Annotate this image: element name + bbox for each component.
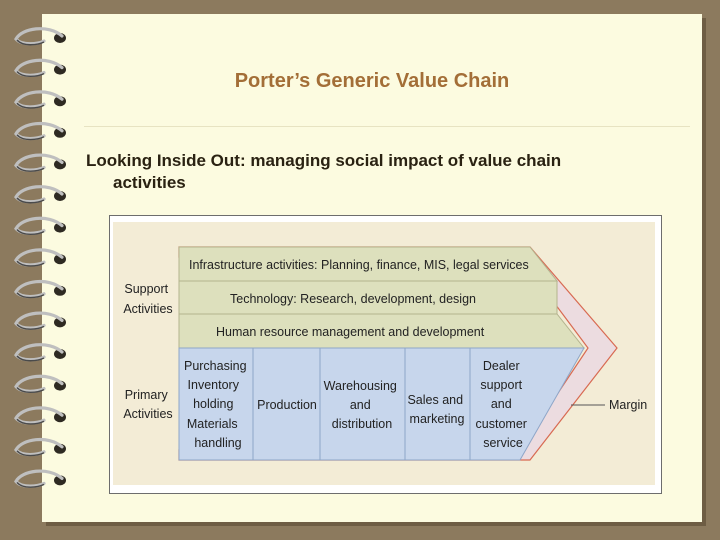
binding-ring: [14, 311, 66, 330]
binding-wire: [14, 90, 64, 109]
inbound-line-4: Materials: [187, 417, 238, 431]
binding-wire: [14, 121, 64, 141]
binding-ring: [14, 121, 66, 141]
binding-ring: [14, 374, 66, 394]
binding-wire: [14, 374, 64, 393]
primary-col-service: Dealer support and customer service: [476, 359, 531, 450]
binding-wire: [14, 437, 64, 457]
service-line-3: and: [491, 397, 512, 411]
binding-wire-shadow: [16, 292, 45, 299]
binding-ring: [14, 343, 66, 362]
binding-ring: [14, 469, 66, 488]
binding-wire: [14, 343, 64, 362]
service-line-2: support: [480, 378, 522, 392]
binding-ring: [14, 248, 66, 267]
title-divider: [84, 126, 690, 127]
binding-ring: [14, 279, 66, 299]
inbound-line-2: Inventory: [188, 378, 240, 392]
binding-wire: [14, 58, 64, 77]
primary-label-line-1: Primary: [125, 388, 169, 402]
binding-wire-shadow: [16, 355, 45, 362]
primary-col-inbound-logistics: Purchasing Inventory holding Materials h…: [184, 359, 250, 450]
slide-title: Porter’s Generic Value Chain: [234, 70, 510, 92]
subtitle-line-2: activities: [113, 173, 186, 192]
outbound-line-3: distribution: [332, 417, 392, 431]
binding-ring: [14, 153, 66, 172]
binding-ring: [14, 90, 66, 109]
binding-ring: [14, 27, 66, 46]
support-label-line-2: Activities: [123, 302, 172, 316]
binding-ring: [14, 216, 66, 236]
primary-activities-area: [178, 347, 585, 461]
slide-subtitle: Looking Inside Out: managing social impa…: [86, 150, 666, 194]
binding-wire-shadow: [16, 197, 45, 204]
primary-col-outbound-logistics: Warehousing and distribution: [324, 379, 401, 431]
support-row-label-hr: Human resource management and developmen…: [216, 325, 485, 339]
sales-line-2: marketing: [410, 412, 465, 426]
binding-wire-shadow: [16, 134, 45, 141]
binding-ring: [14, 437, 66, 457]
binding-wire: [14, 406, 64, 425]
binding-wire-shadow: [16, 102, 45, 109]
binding-ring: [14, 406, 66, 425]
outbound-line-1: Warehousing: [324, 379, 397, 393]
primary-activities-label: Primary Activities: [123, 388, 172, 421]
binding-wire-shadow: [16, 165, 45, 172]
binding-wire: [14, 469, 64, 488]
binding-wire: [14, 311, 64, 330]
binding-wire-shadow: [16, 387, 45, 394]
binding-wire: [14, 216, 64, 235]
binding-wire-shadow: [16, 39, 45, 46]
support-activities-label: Support Activities: [123, 282, 172, 316]
inbound-line-5: handling: [194, 436, 241, 450]
binding-wire-shadow: [16, 323, 45, 330]
support-row-label-technology: Technology: Research, development, desig…: [230, 292, 476, 306]
binding-wire-shadow: [16, 481, 45, 488]
binding-wire: [14, 27, 64, 46]
binding-wire-shadow: [16, 418, 45, 425]
support-row-label-infrastructure: Infrastructure activities: Planning, fin…: [189, 258, 529, 272]
spiral-binding: [14, 27, 66, 488]
binding-wire: [14, 279, 64, 299]
binding-wire-shadow: [16, 260, 45, 267]
service-line-4: customer: [476, 417, 527, 431]
value-chain-diagram: Infrastructure activities: Planning, fin…: [113, 222, 655, 485]
inbound-line-1: Purchasing: [184, 359, 247, 373]
primary-label-line-2: Activities: [123, 407, 172, 421]
binding-wire-shadow: [16, 229, 45, 236]
binding-ring: [14, 58, 66, 78]
inbound-line-3: holding: [193, 397, 233, 411]
sales-line-1: Sales and: [407, 393, 463, 407]
binding-ring: [14, 185, 66, 204]
margin-label: Margin: [609, 398, 647, 412]
support-label-line-1: Support: [124, 282, 168, 296]
outbound-line-2: and: [350, 398, 371, 412]
subtitle-line-1: Looking Inside Out: managing social impa…: [86, 151, 562, 170]
primary-col-sales-marketing: Sales and marketing: [407, 393, 466, 426]
binding-wire: [14, 248, 64, 267]
binding-wire-shadow: [16, 450, 45, 457]
primary-col-operations: Production: [257, 398, 317, 412]
binding-wire: [14, 153, 64, 172]
operations-line-1: Production: [257, 398, 317, 412]
binding-wire: [14, 185, 64, 204]
binding-wire-shadow: [16, 71, 45, 78]
service-line-1: Dealer: [483, 359, 520, 373]
service-line-5: service: [483, 436, 523, 450]
